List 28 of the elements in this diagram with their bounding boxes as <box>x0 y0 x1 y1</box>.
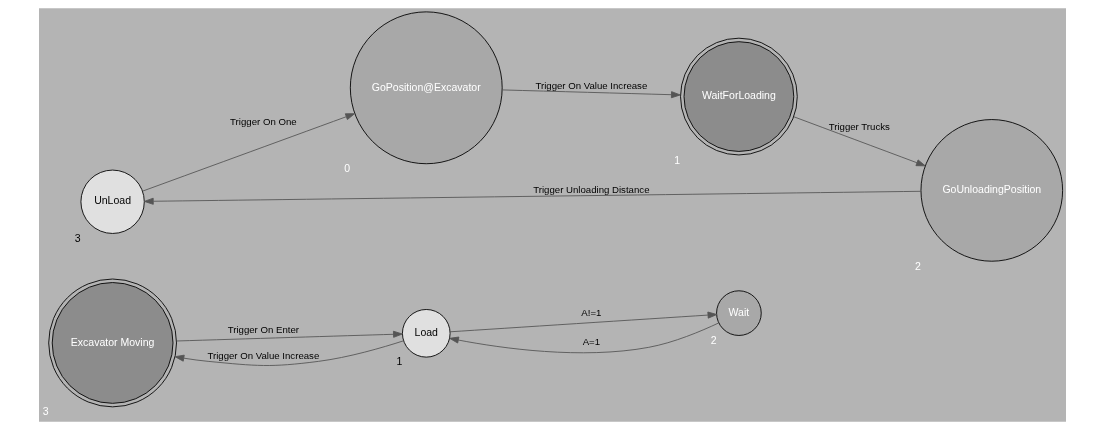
edge-label: Trigger Unloading Distance <box>533 183 650 195</box>
arrow <box>501 89 681 99</box>
edge-label: A=1 <box>582 335 601 347</box>
node-label: 3 <box>42 405 49 418</box>
arrow <box>174 340 405 366</box>
arrow <box>793 116 926 167</box>
node-circle: GoPosition@Excavator <box>349 11 503 165</box>
edge-label: Trigger On Value Increase <box>535 79 648 91</box>
edge-label: Trigger On Value Increase <box>207 349 320 361</box>
node-circle: Load <box>402 309 451 358</box>
node-label: 3 <box>74 232 81 245</box>
arrow <box>142 113 355 192</box>
arrow <box>176 330 403 342</box>
node-label: 2 <box>710 333 717 346</box>
node-label: 1 <box>396 355 403 368</box>
arrow <box>449 311 718 333</box>
node-circle: Wait <box>716 290 762 336</box>
node-label: 2 <box>915 259 921 272</box>
arrow <box>144 190 922 205</box>
edge-label: A!=1 <box>581 306 602 318</box>
edge-label: Trigger On One <box>230 116 297 128</box>
arrow <box>449 322 720 354</box>
node-label: 0 <box>344 162 351 175</box>
edge-label: Trigger On Enter <box>227 324 300 336</box>
node-circle: GoUnloadingPosition <box>920 119 1064 262</box>
node-circle: UnLoad <box>80 169 145 234</box>
node-label: 1 <box>674 153 681 166</box>
edge-label: Trigger Trucks <box>828 120 890 132</box>
